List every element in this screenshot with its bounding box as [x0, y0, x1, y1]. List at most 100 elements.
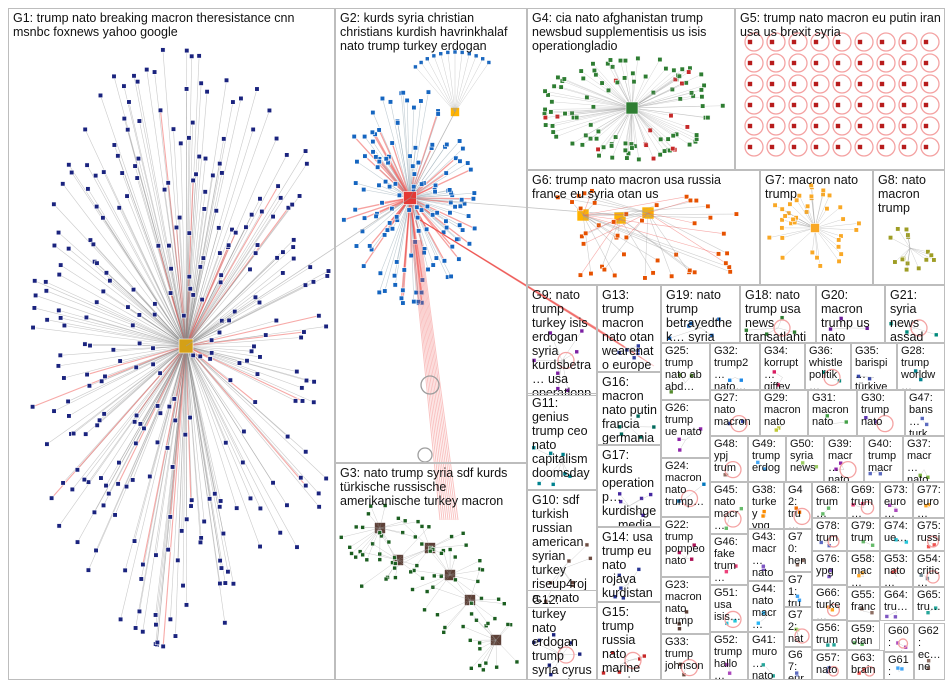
cluster-g7[interactable]: G7: macron nato trump — [760, 170, 873, 285]
cluster-g54[interactable]: G54: critic… — [913, 551, 945, 587]
cluster-g46[interactable]: G46: fake trum… — [710, 534, 748, 585]
cluster-g4[interactable]: G4: cia nato afghanistan trump newsbud s… — [527, 8, 735, 170]
cluster-g41[interactable]: G41: muro… nato… — [748, 632, 784, 680]
cluster-g32[interactable]: G32: trump2… nato… — [710, 343, 760, 390]
cluster-g42[interactable]: G42: tru… nat… — [784, 482, 812, 529]
cluster-g16[interactable]: G16: macron nato putin francia germania… — [597, 372, 661, 445]
cluster-g25[interactable]: G25: trump nato ab abd… — [661, 343, 710, 400]
g8-edge — [906, 247, 911, 270]
cluster-g19[interactable]: G19: nato trump betrayedthek… syria esto… — [661, 285, 740, 343]
cluster-g79[interactable]: G79: trum… — [847, 518, 880, 551]
cluster-g8[interactable]: G8: nato macron trump — [873, 170, 945, 285]
cluster-g40[interactable]: G40: trump macr… — [864, 436, 903, 482]
cluster-g59[interactable]: G59: otan… — [847, 621, 880, 650]
g6-node — [721, 231, 727, 237]
cluster-g73[interactable]: G73: euro… — [880, 482, 913, 518]
cluster-g13[interactable]: G13: trump macron nato otan wearenato eu… — [597, 285, 661, 372]
cluster-g15[interactable]: G15: trump russia nato marine vaccinech… — [597, 602, 661, 680]
g4-node — [550, 129, 556, 135]
cluster-g76[interactable]: G76: ypg… — [812, 551, 847, 585]
cluster-g44[interactable]: G44: nato macr… — [748, 581, 784, 632]
cluster-g43[interactable]: G43: macr… nato… — [748, 529, 784, 581]
g3-node — [359, 583, 364, 589]
cluster-g5[interactable]: G5: trump nato macron eu putin iran usa … — [735, 8, 945, 170]
cluster-g22[interactable]: G22: trump pompeo nato — [661, 517, 710, 577]
cluster-g68[interactable]: G68: trum… — [812, 482, 847, 518]
cluster-g1[interactable]: G1: trump nato breaking macron theresist… — [8, 8, 335, 680]
cluster-g72[interactable]: G72: nat… — [784, 607, 812, 647]
cluster-g27[interactable]: G27: nato macron… — [710, 390, 760, 436]
g5-node — [857, 144, 863, 150]
cluster-g63[interactable]: G63: brain… — [847, 650, 884, 680]
cluster-g53[interactable]: G53: nato… — [880, 551, 913, 587]
cluster-g47[interactable]: G47: bans… turk… — [905, 390, 945, 436]
cluster-g21[interactable]: G21: syria news assad basharas… — [885, 285, 945, 343]
cluster-g33[interactable]: G33: trump johnson… — [661, 634, 710, 680]
cluster-g26[interactable]: G26: trump ue nato — [661, 400, 710, 458]
cluster-g65[interactable]: G65: tru… — [913, 587, 945, 621]
cluster-g58[interactable]: G58: mac… — [847, 551, 880, 587]
g1-edge — [185, 345, 216, 494]
g1-node — [74, 467, 80, 473]
cluster-g75[interactable]: G75: russi… — [913, 518, 945, 551]
g1-node — [160, 643, 166, 649]
cluster-g23[interactable]: G23: macron nato trump — [661, 577, 710, 634]
cluster-g67[interactable]: G67: eur… — [784, 647, 812, 680]
cluster-g3[interactable]: G3: nato trump syria sdf kurds türkische… — [335, 463, 527, 680]
self-loop — [920, 32, 940, 52]
g1-edge — [185, 210, 217, 347]
cluster-node — [621, 595, 626, 601]
g3-node — [480, 567, 485, 573]
cluster-g9[interactable]: G9: nato trump turkey isis erdogan syria… — [527, 285, 597, 396]
g1-edge — [99, 345, 187, 421]
cluster-g30[interactable]: G30: trump nato — [857, 390, 905, 436]
cluster-g6[interactable]: G6: trump nato macron usa russia france … — [527, 170, 760, 285]
cluster-g55[interactable]: G55: franc… — [847, 587, 880, 621]
cluster-g49[interactable]: G49: trump erdog… — [748, 436, 786, 482]
cluster-g48[interactable]: G48: ypj trum… — [710, 436, 748, 482]
g1-edge — [64, 325, 187, 347]
cluster-g2[interactable]: G2: kurds syria christian christians kur… — [335, 8, 527, 463]
cluster-g18[interactable]: G18: nato trump usa news transatlantis… — [740, 285, 816, 343]
cluster-g20[interactable]: G20: macron trump us nato turkey — [816, 285, 885, 343]
g1-edge — [185, 345, 226, 584]
g3-node — [382, 503, 388, 508]
cluster-g35[interactable]: G35: barispi… türkiye… — [851, 343, 897, 390]
cluster-g56[interactable]: G56: trum… — [812, 620, 847, 650]
cluster-g51[interactable]: G51: usa isis… — [710, 585, 748, 632]
cluster-g74[interactable]: G74: ue… — [880, 518, 913, 551]
cluster-g38[interactable]: G38: turkey ypg… — [748, 482, 784, 529]
g7-node — [779, 206, 785, 212]
cluster-g77[interactable]: G77: euro… — [913, 482, 945, 518]
cluster-g34[interactable]: G34: korrupt… giffey… — [760, 343, 805, 390]
cluster-g24[interactable]: G24: macron nato trump… — [661, 458, 710, 517]
g3-edge — [379, 520, 406, 529]
cluster-g62[interactable]: G62: ec… ne… mi… — [914, 623, 945, 680]
g4-node — [587, 136, 594, 142]
cluster-g52[interactable]: G52: trump hallo… — [710, 632, 748, 680]
cluster-g69[interactable]: G69: trum… — [847, 482, 880, 518]
cluster-g50[interactable]: G50: syria news… — [786, 436, 824, 482]
cluster-g61[interactable]: G61: nato… — [884, 652, 914, 680]
cluster-g64[interactable]: G64: tru… — [880, 587, 913, 621]
cluster-g37[interactable]: G37: macr… nato… — [903, 436, 945, 482]
cluster-g66[interactable]: G66: turke… — [812, 585, 847, 620]
cluster-g45[interactable]: G45: nato macr… — [710, 482, 748, 534]
cluster-g60[interactable]: G60: nato… — [884, 623, 914, 652]
self-loop — [724, 460, 742, 479]
g1-node — [202, 155, 209, 162]
cluster-g29[interactable]: G29: macron nato — [760, 390, 808, 436]
cluster-g70[interactable]: G70: hen… — [784, 529, 812, 572]
cluster-g39[interactable]: G39: macr… nato… — [824, 436, 864, 482]
cluster-g57[interactable]: G57: nato… — [812, 650, 847, 680]
cluster-g14[interactable]: G14: usa trump eu nato rojava kurdistan … — [597, 527, 661, 602]
cluster-g17[interactable]: G17: kurds operationp… kurdishge… media … — [597, 445, 661, 527]
cluster-g11[interactable]: G11: genius trump ceo nato capitalism do… — [527, 393, 597, 490]
cluster-g31[interactable]: G31: macron nato — [808, 390, 857, 436]
cluster-g78[interactable]: G78: trum… — [812, 518, 847, 551]
cluster-g28[interactable]: G28: trump worldw… — [897, 343, 945, 390]
cluster-g36[interactable]: G36: whistle politik… — [805, 343, 851, 390]
cluster-g12[interactable]: G12: turkey nato erdogan trump syria cyr… — [527, 590, 597, 680]
g2-node — [383, 179, 389, 185]
cluster-g71[interactable]: G71: tru… — [784, 572, 812, 607]
